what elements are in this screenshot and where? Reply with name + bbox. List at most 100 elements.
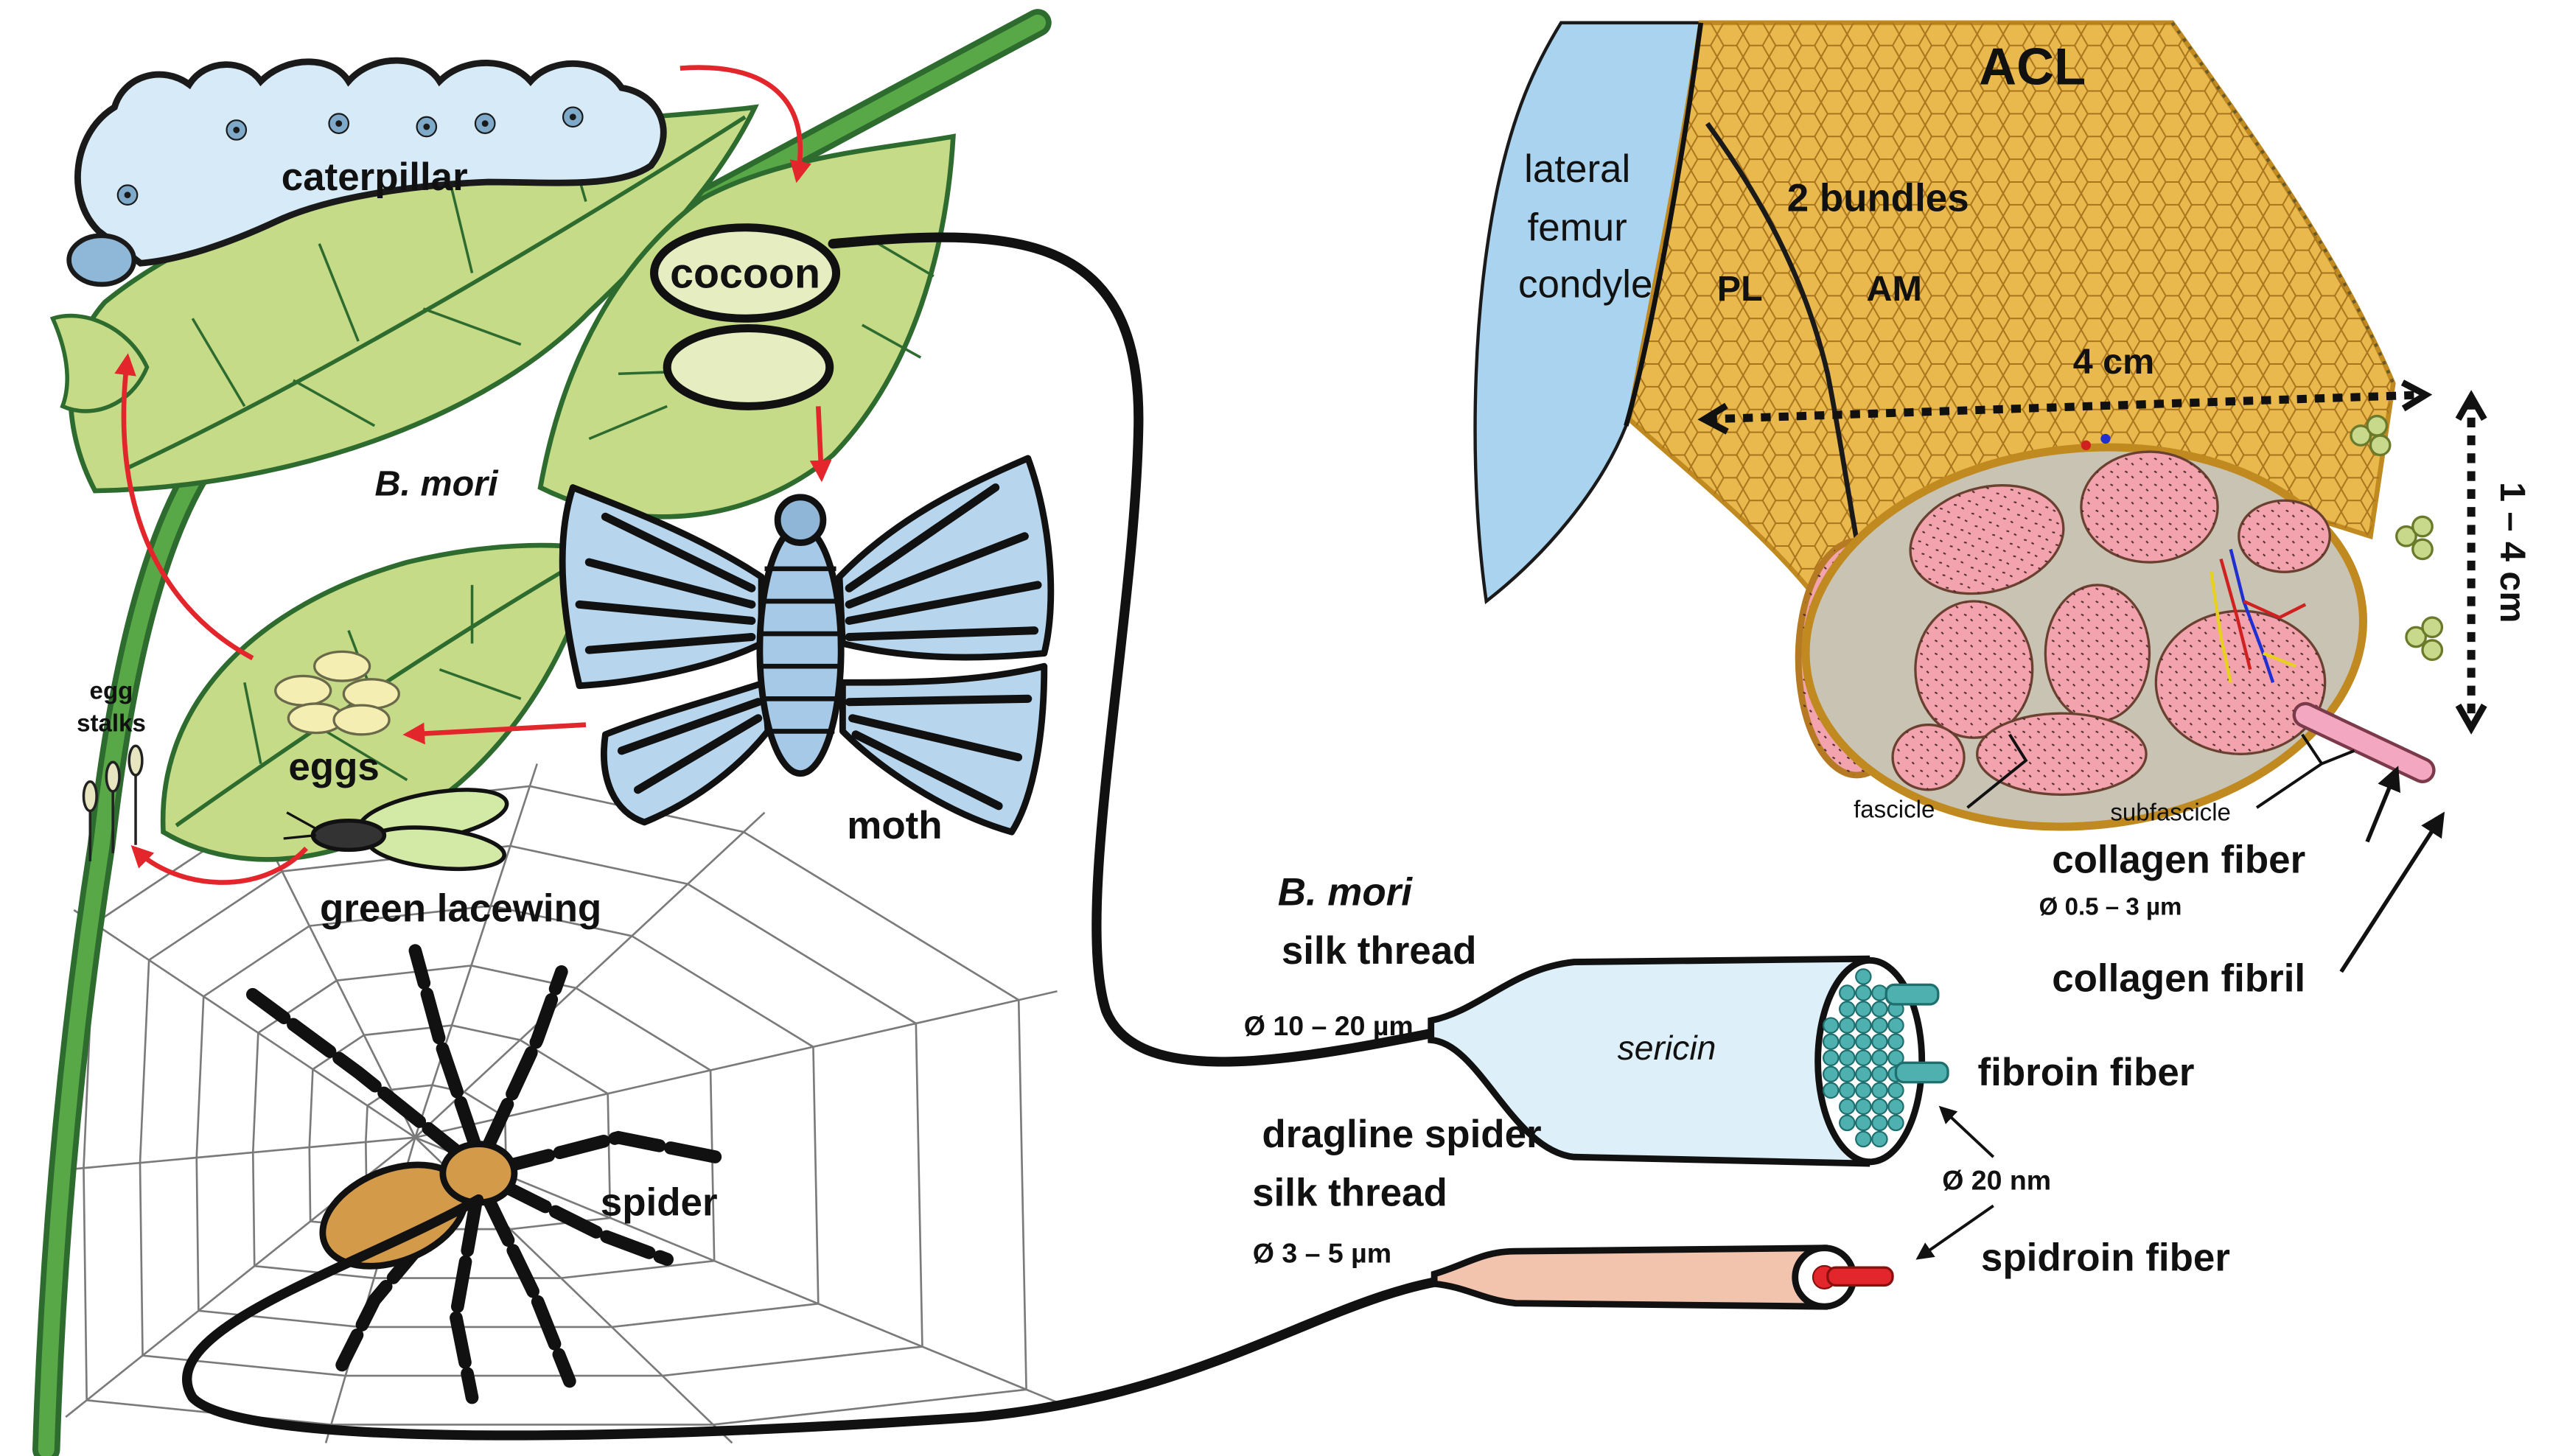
web-radial-thread [414, 811, 766, 1138]
spider-fiber-sheath [1431, 1245, 1828, 1310]
label-condyle: condyle [1518, 263, 1652, 307]
pointer-lines [1966, 733, 2355, 809]
fibroin-fibril [1887, 1082, 1904, 1099]
fibroin-fibril [1855, 1017, 1872, 1034]
arrow-eggs-to-caterpillar [114, 353, 254, 661]
fibroin-fibril [1822, 1065, 1840, 1082]
fibroin-fibril [1855, 1082, 1872, 1099]
arrow-lacewing-to-egg-stalks [130, 844, 309, 885]
label-egg-stalks-1: egg [90, 677, 133, 704]
caterpillar-spots [116, 106, 584, 206]
fibroin-fibril [1887, 1017, 1904, 1034]
fibroin-fibril [1839, 1114, 1856, 1132]
fibroin-fibril [1839, 1001, 1856, 1018]
fibroin-fibril [1855, 968, 1872, 985]
width-arrow [1697, 379, 2433, 435]
label-spider-diameter: Ø 3 – 5 µm [1253, 1238, 1391, 1269]
web-spiral-thread [308, 1024, 612, 1231]
blood-vessels [2210, 548, 2307, 683]
label-green-lacewing: green lacewing [320, 886, 601, 930]
web-spiral-thread [195, 904, 820, 1329]
label-2-bundles: 2 bundles [1787, 177, 1969, 220]
fibroin-fibril [1871, 1130, 1888, 1148]
fibroin-fibril [1871, 1082, 1888, 1099]
fiber-diameter-arrows [1915, 1105, 1995, 1260]
spider-silk-thread [182, 1194, 1475, 1441]
fibroin-fibril [1871, 1065, 1888, 1082]
spider-fiber [1431, 1245, 1894, 1310]
label-collagen-fiber-diameter: Ø 0.5 – 3 µm [2039, 894, 2182, 921]
sericin-sheath [1428, 955, 1870, 1167]
fibroin-bundle [1822, 968, 1904, 1148]
arrow-cocoon-to-moth [809, 406, 832, 483]
fibroin-fibril [1822, 1033, 1840, 1050]
fibroin-fiber-rods [1884, 983, 1949, 1084]
label-eggs: eggs [288, 746, 379, 789]
moth-wing [836, 455, 1055, 661]
label-caterpillar: caterpillar [282, 155, 468, 199]
femur-acl-boundary [1624, 22, 1704, 427]
label-bmori-thread-species: B. mori [1278, 870, 1414, 914]
fibroin-fibril [1871, 1049, 1888, 1066]
fibroin-fibril [1822, 1082, 1840, 1099]
label-femur: femur [1528, 206, 1627, 249]
bmori-fiber [1428, 955, 1949, 1167]
fibroin-fibril [1839, 1082, 1856, 1099]
moth-wing-stripes [575, 483, 1042, 811]
fibroin-fibril [1855, 1114, 1872, 1132]
label-fiber-diameter: Ø 20 nm [1942, 1164, 2051, 1195]
lacewing-wing [366, 825, 506, 871]
label-acl: ACL [1979, 38, 2086, 96]
caterpillar-head [66, 233, 137, 287]
fibroin-fibril [1887, 1049, 1904, 1066]
fibroin-fibril [1871, 984, 1888, 1001]
label-am: AM [1867, 269, 1922, 309]
fibroin-fibril [1855, 1098, 1872, 1116]
fibroin-fibril [1871, 1114, 1888, 1132]
label-egg-stalks-2: stalks [77, 710, 146, 737]
label-fibroin-fiber: fibroin fiber [1978, 1051, 2195, 1094]
web-radial-thread [414, 763, 539, 1138]
bmori-silk-thread [828, 232, 1469, 1067]
label-moth: moth [847, 804, 942, 847]
moth-body [756, 523, 845, 777]
fibroin-fibril [1839, 1065, 1856, 1082]
labels: caterpillar cocoon B. mori egg stalks eg… [77, 38, 2532, 1280]
synovial-lumps [2350, 414, 2444, 662]
caterpillar [66, 57, 667, 287]
label-bmori-diameter: Ø 10 – 20 µm [1244, 1010, 1414, 1041]
label-collagen-fiber: collagen fiber [2052, 838, 2305, 881]
fibroin-fibril [1887, 1098, 1904, 1116]
fibroin-fibril [1871, 1033, 1888, 1050]
fibroin-fibril [1855, 1130, 1872, 1148]
web-radial-thread [73, 909, 416, 1138]
moth [559, 455, 1055, 836]
fibroin-fibril [1839, 1049, 1856, 1066]
green-lacewing [283, 788, 509, 871]
label-spider: spider [601, 1181, 718, 1225]
label-width: 4 cm [2073, 342, 2155, 382]
fibroin-fibril [1871, 1001, 1888, 1018]
acl-cross-section [1795, 414, 2445, 973]
fibroin-fibril [1855, 1001, 1872, 1018]
fibroin-fibril [1839, 1033, 1856, 1050]
caterpillar-body [74, 57, 667, 267]
label-sericin: sericin [1618, 1029, 1716, 1067]
label-species-bmori: B. mori [374, 464, 499, 504]
lifecycle-arrows [114, 65, 832, 885]
fibroin-fibril [1822, 1049, 1840, 1066]
label-bmori-silk-thread: silk thread [1282, 929, 1477, 973]
bundle-divider [1705, 122, 1873, 606]
arrow-moth-to-eggs [402, 722, 587, 745]
fibroin-fibril [1887, 1033, 1904, 1050]
web-radial-thread [414, 1136, 1066, 1407]
label-subfascicle: subfascicle [2110, 799, 2231, 827]
spider [246, 944, 723, 1404]
fibroin-fibril [1839, 984, 1856, 1001]
dimension-arrows [1697, 379, 2487, 735]
label-lateral: lateral [1524, 147, 1630, 191]
web-radial-thread [415, 990, 1058, 1139]
fibroin-fibril [1855, 1049, 1872, 1066]
collagen-arrows [2339, 766, 2445, 973]
